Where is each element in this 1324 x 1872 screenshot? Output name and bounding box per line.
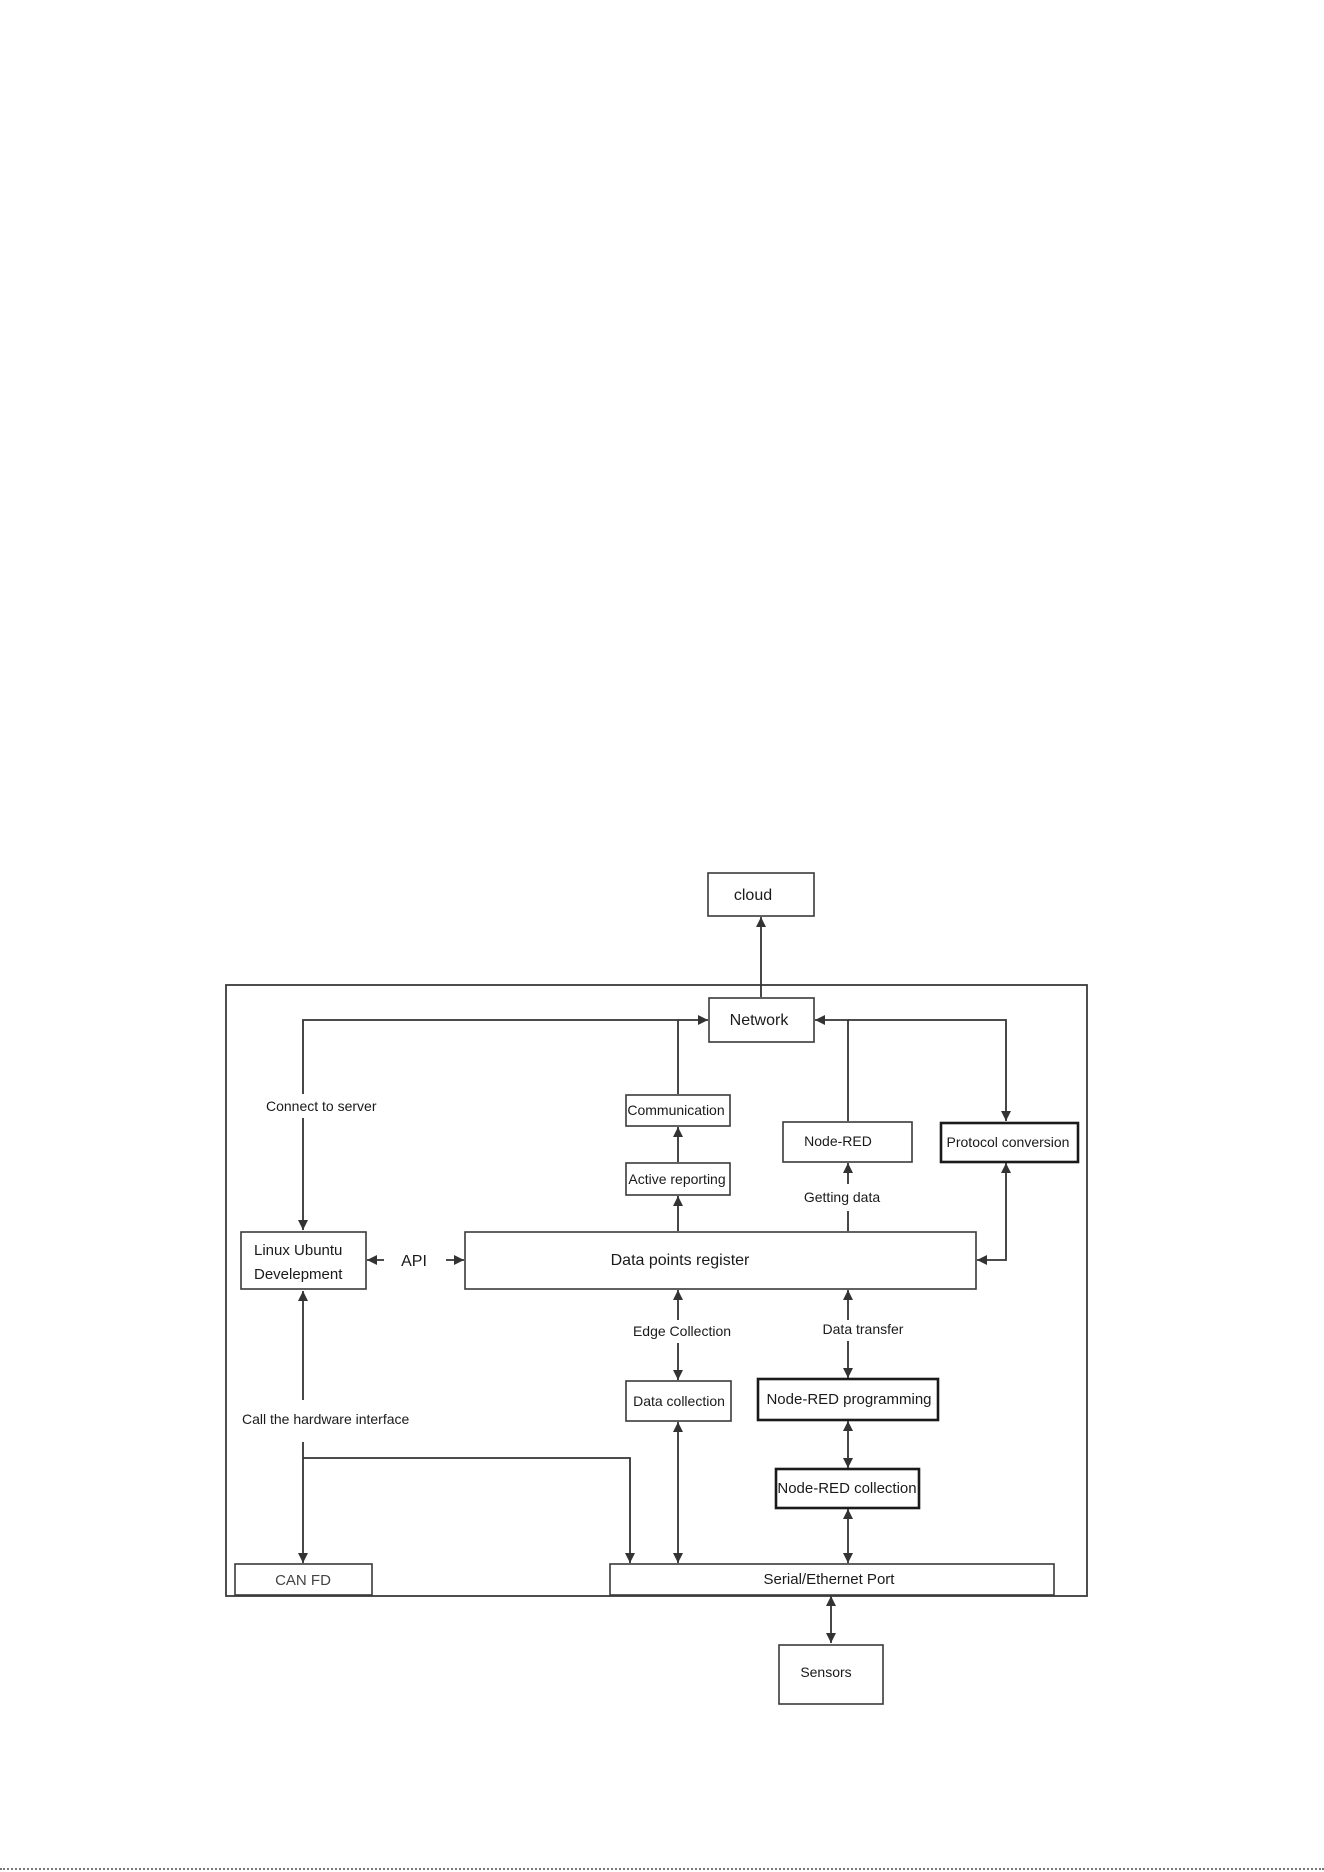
node-red-collection-box: Node-RED collection — [774, 1467, 921, 1510]
sensors-label: Sensors — [800, 1664, 851, 1680]
hardware-to-serial-arrow — [303, 1457, 635, 1563]
linux-ubuntu-box: Linux Ubuntu Develepment — [240, 1231, 367, 1290]
node-red-label: Node-RED — [804, 1133, 872, 1149]
data-points-register-label: Data points register — [611, 1252, 750, 1269]
edge-collection-label: Edge Collection — [633, 1323, 731, 1339]
sensors-box: Sensors — [778, 1644, 884, 1705]
network-box: Network — [708, 997, 815, 1043]
node-red-collection-label: Node-RED collection — [777, 1480, 916, 1497]
call-hardware-interface-label: Call the hardware interface — [242, 1411, 410, 1427]
cloud-label: cloud — [734, 887, 772, 904]
active-reporting-box: Active reporting — [625, 1162, 731, 1196]
api-label: API — [401, 1253, 427, 1270]
network-label: Network — [730, 1012, 790, 1029]
system-frame — [225, 984, 1088, 1597]
connect-to-server-label: Connect to server — [266, 1098, 377, 1114]
can-fd-label: CAN FD — [275, 1572, 331, 1589]
linux-network-arrow — [298, 1015, 708, 1230]
data-collection-label: Data collection — [633, 1393, 725, 1409]
node-red-programming-label: Node-RED programming — [766, 1391, 931, 1408]
getting-data-label: Getting data — [804, 1189, 880, 1205]
data-transfer-label: Data transfer — [823, 1321, 904, 1337]
node-red-programming-box: Node-RED programming — [756, 1377, 940, 1422]
page-bottom-rule — [0, 1868, 1324, 1870]
network-protocol-arrow — [848, 1019, 1011, 1121]
data-points-register-box: Data points register — [464, 1231, 977, 1290]
active-reporting-label: Active reporting — [628, 1171, 725, 1187]
protocol-conversion-label: Protocol conversion — [947, 1134, 1070, 1150]
cloud-box: cloud — [707, 872, 815, 917]
serial-ethernet-port-label: Serial/Ethernet Port — [764, 1571, 896, 1588]
protocol-conversion-box: Protocol conversion — [939, 1121, 1080, 1164]
communication-box: Communication — [625, 1094, 731, 1127]
nodered-to-network-arrow — [815, 1015, 849, 1121]
serial-ethernet-port-box: Serial/Ethernet Port — [609, 1563, 1055, 1596]
linux-label-line1: Linux Ubuntu — [254, 1242, 342, 1259]
communication-label: Communication — [627, 1102, 724, 1118]
can-fd-box: CAN FD — [234, 1563, 373, 1596]
linux-label-line2: Develepment — [254, 1266, 343, 1283]
node-red-box: Node-RED — [782, 1121, 913, 1163]
data-collection-box: Data collection — [625, 1380, 732, 1422]
connect-label-bg — [262, 1094, 382, 1118]
register-protocol-arrow — [977, 1163, 1011, 1265]
